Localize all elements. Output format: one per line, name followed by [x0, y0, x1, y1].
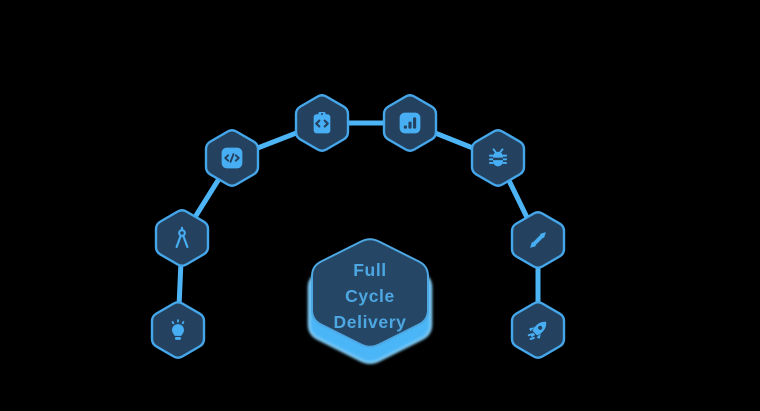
drafting-compass-icon [175, 226, 189, 249]
center-hexagon [311, 238, 429, 348]
hexagon-shape [154, 209, 210, 267]
hexagon-node-code [204, 129, 260, 187]
hexagon-node-resize-arrows [510, 211, 566, 269]
hexagon-node-lightbulb [150, 301, 206, 359]
hexagon-node-drafting-compass [154, 209, 210, 267]
rocket-icon [527, 321, 547, 341]
code-icon [221, 147, 243, 169]
hexagon-node-rocket [510, 301, 566, 359]
bug-icon [488, 148, 508, 167]
resize-arrows-icon [530, 232, 546, 248]
hexagon-node-clipboard-code [294, 94, 350, 152]
hexagon-node-bug [470, 129, 526, 187]
hexagon-node-bar-chart [382, 94, 438, 152]
lightbulb-icon [171, 319, 185, 340]
clipboard-code-icon [313, 111, 331, 134]
bar-chart-icon [399, 112, 421, 134]
